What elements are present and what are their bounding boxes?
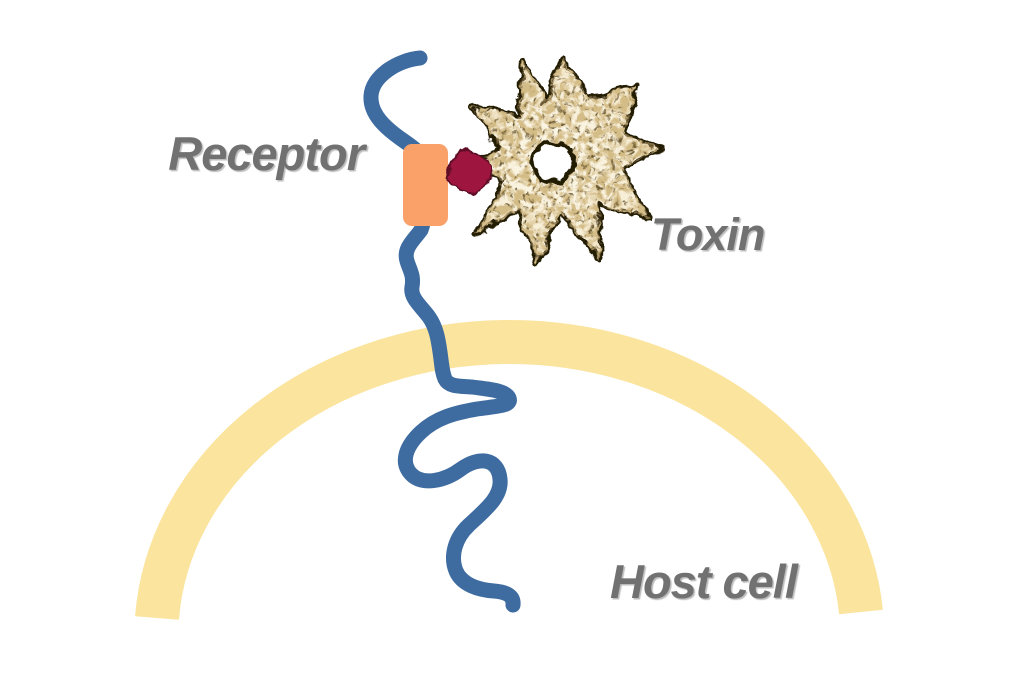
host-cell-label: Host cell	[610, 555, 798, 608]
toxin-pore-hole	[530, 141, 576, 185]
toxin-binding-site-patch	[447, 149, 491, 195]
toxin-protein	[447, 53, 666, 266]
toxin-label: Toxin	[651, 209, 765, 260]
host-cell-membrane-arc	[135, 320, 883, 620]
receptor-binding-domain	[403, 144, 448, 226]
receptor-label: Receptor	[168, 127, 365, 180]
